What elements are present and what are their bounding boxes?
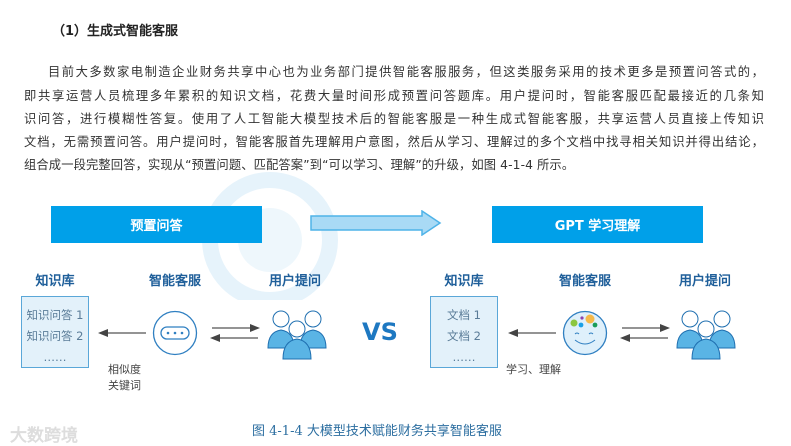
- watermark-logo: [202, 172, 338, 300]
- kb-label: 知识库: [35, 274, 75, 289]
- kb-item: ……: [43, 350, 67, 364]
- left-arrow-icon: [508, 329, 556, 337]
- vs-label: VS: [362, 318, 398, 346]
- kb-item: 文档 2: [447, 329, 481, 343]
- paragraph-line: 组合成一段完整回答，实现从“预置问题、匹配答案”到“可以学习、理解”的升级，如图…: [24, 158, 575, 172]
- users-icon: [676, 310, 736, 360]
- right-arrow-icon: [310, 210, 442, 236]
- knowledge-base-box: 文档 1 文档 2 ……: [430, 296, 498, 368]
- smart-bot-face-icon: [562, 310, 608, 356]
- kb-item: 文档 1: [447, 308, 481, 322]
- note-line: 关键词: [108, 379, 141, 392]
- note-line: 相似度: [108, 363, 141, 376]
- preset-qa-header: 预置问答: [51, 206, 262, 243]
- paragraph-line: 即共享运营人员梳理多年累积的知识文档，花费大量时间形成预置问答题库。用户提问时，…: [24, 89, 764, 103]
- bot-label: 智能客服: [558, 274, 611, 289]
- user-label: 用户提问: [678, 274, 731, 289]
- similarity-note: 相似度 关键词: [108, 362, 141, 394]
- watermark-text: 大数跨境: [10, 426, 78, 446]
- figure-caption: 图 4-1-4 大模型技术赋能财务共享智能客服: [252, 424, 502, 439]
- bot-label: 智能客服: [148, 274, 201, 289]
- kb-item: 知识问答 1: [26, 308, 84, 322]
- left-arrow-icon: [98, 329, 146, 337]
- users-icon: [267, 310, 327, 360]
- section-title: （1）生成式智能客服: [52, 24, 179, 39]
- learn-note: 学习、理解: [506, 363, 561, 376]
- paragraph-line: 文档，无需预置问答。用户提问时，智能客服首先理解用户意图，然后从学习、理解过的多…: [24, 135, 764, 149]
- paragraph-line: 目前大多数家电制造企业财务共享中心也为业务部门提供智能客服服务，但这类服务采用的…: [48, 65, 764, 79]
- gpt-header: GPT 学习理解: [492, 206, 703, 243]
- chatbot-icon: [152, 310, 198, 356]
- kb-item: ……: [452, 350, 476, 364]
- paragraph-line: 识问答，进行模糊性答复。使用了人工智能大模型技术后的智能客服是一种生成式智能客服…: [24, 112, 764, 126]
- knowledge-base-box: 知识问答 1 知识问答 2 ……: [21, 296, 89, 368]
- kb-item: 知识问答 2: [26, 329, 84, 343]
- user-label: 用户提问: [268, 274, 321, 289]
- kb-label: 知识库: [444, 274, 484, 289]
- bidirectional-arrows-icon: [620, 324, 670, 342]
- bidirectional-arrows-icon: [210, 324, 260, 342]
